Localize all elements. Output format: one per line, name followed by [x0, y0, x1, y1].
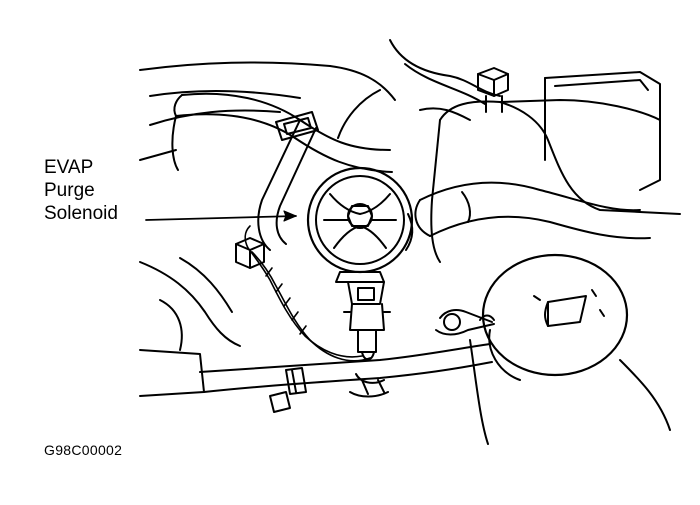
- lower-tubes: [139, 257, 493, 397]
- callout-line-3: Solenoid: [44, 203, 118, 224]
- callout-leader: [145, 210, 297, 222]
- hex-nut: [235, 237, 265, 269]
- solenoid-connector: [343, 281, 391, 361]
- purge-solenoid: [306, 166, 414, 283]
- callout-line-2: Purge: [44, 180, 95, 201]
- engine-upper-contours: [139, 39, 501, 126]
- cap-tether: [435, 309, 495, 336]
- lower-bracket: [349, 373, 389, 398]
- top-bolt: [477, 67, 509, 113]
- callout-line-1: EVAP: [44, 157, 94, 178]
- reservoir-cap: [481, 253, 629, 381]
- coolant-reservoir: [430, 71, 681, 263]
- figure-code: G98C00002: [44, 442, 123, 458]
- tube-clip: [269, 367, 307, 413]
- lower-right-contours: [139, 149, 671, 445]
- large-hose: [414, 181, 651, 240]
- harness-clip: [275, 111, 319, 141]
- evap-purge-solenoid-label: EVAP Purge Solenoid: [44, 156, 118, 225]
